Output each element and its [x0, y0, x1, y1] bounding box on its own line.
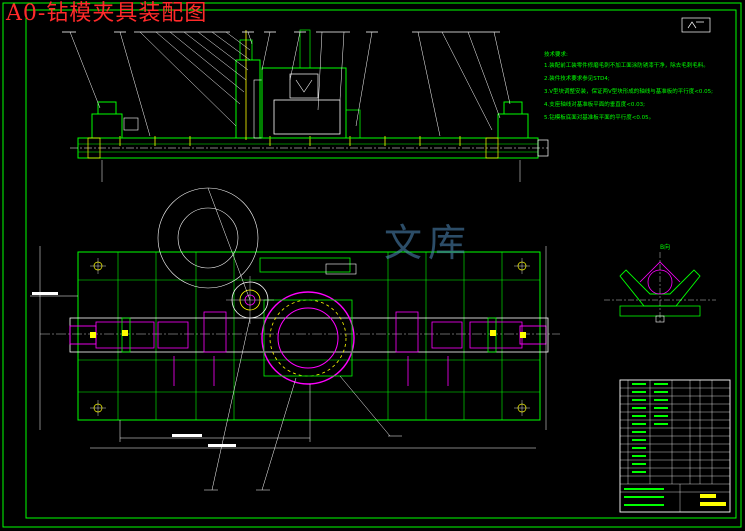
technical-note-1: 1.装配前工装零件修磨毛刺不加工面涂防锈漆干净，除去毛刺毛料。 [544, 63, 709, 69]
leader-lines-front [69, 31, 511, 137]
technical-note-3: 3.V型块调整安装，保证两V型块形成的轴线与基准板的平行度<0.05; [544, 89, 713, 95]
top-view [30, 187, 560, 491]
base-plate-top [77, 251, 541, 421]
swing-arc [157, 187, 259, 289]
inner-frame [25, 9, 737, 519]
dimension-label-mark [172, 434, 202, 437]
technical-notes: 技术要求: 1.装配前工装零件修磨毛刺不加工面涂防锈漆干净，除去毛刺毛料。 2.… [544, 52, 740, 128]
page-title: A0-钻模夹具装配图 [6, 1, 208, 26]
left-v-block [91, 113, 123, 139]
technical-note-4: 4.支座轴线对基准板平面的垂直度<0.03; [544, 102, 645, 108]
front-view [62, 29, 549, 182]
technical-note-5: 5.钻模板底面对基准板平面的平行度<0.05。 [544, 115, 655, 121]
roughness-symbol-box [681, 17, 711, 33]
index-ring-outer [261, 291, 355, 385]
technical-notes-heading: 技术要求: [544, 52, 568, 58]
workpiece-shaft [69, 317, 549, 353]
section-view-b [604, 252, 716, 323]
drill-plate-housing [261, 67, 347, 139]
jig-column [235, 59, 261, 139]
roughness-symbol [687, 21, 704, 29]
title-block [619, 379, 731, 513]
section-view-label: B向 [660, 244, 671, 251]
technical-note-2: 2.装件技术要求参见STD4; [544, 76, 610, 82]
index-ring-holes [269, 299, 347, 377]
watermark: 文库 [384, 221, 473, 265]
right-v-block [497, 113, 529, 139]
dimension-lines [30, 246, 547, 449]
